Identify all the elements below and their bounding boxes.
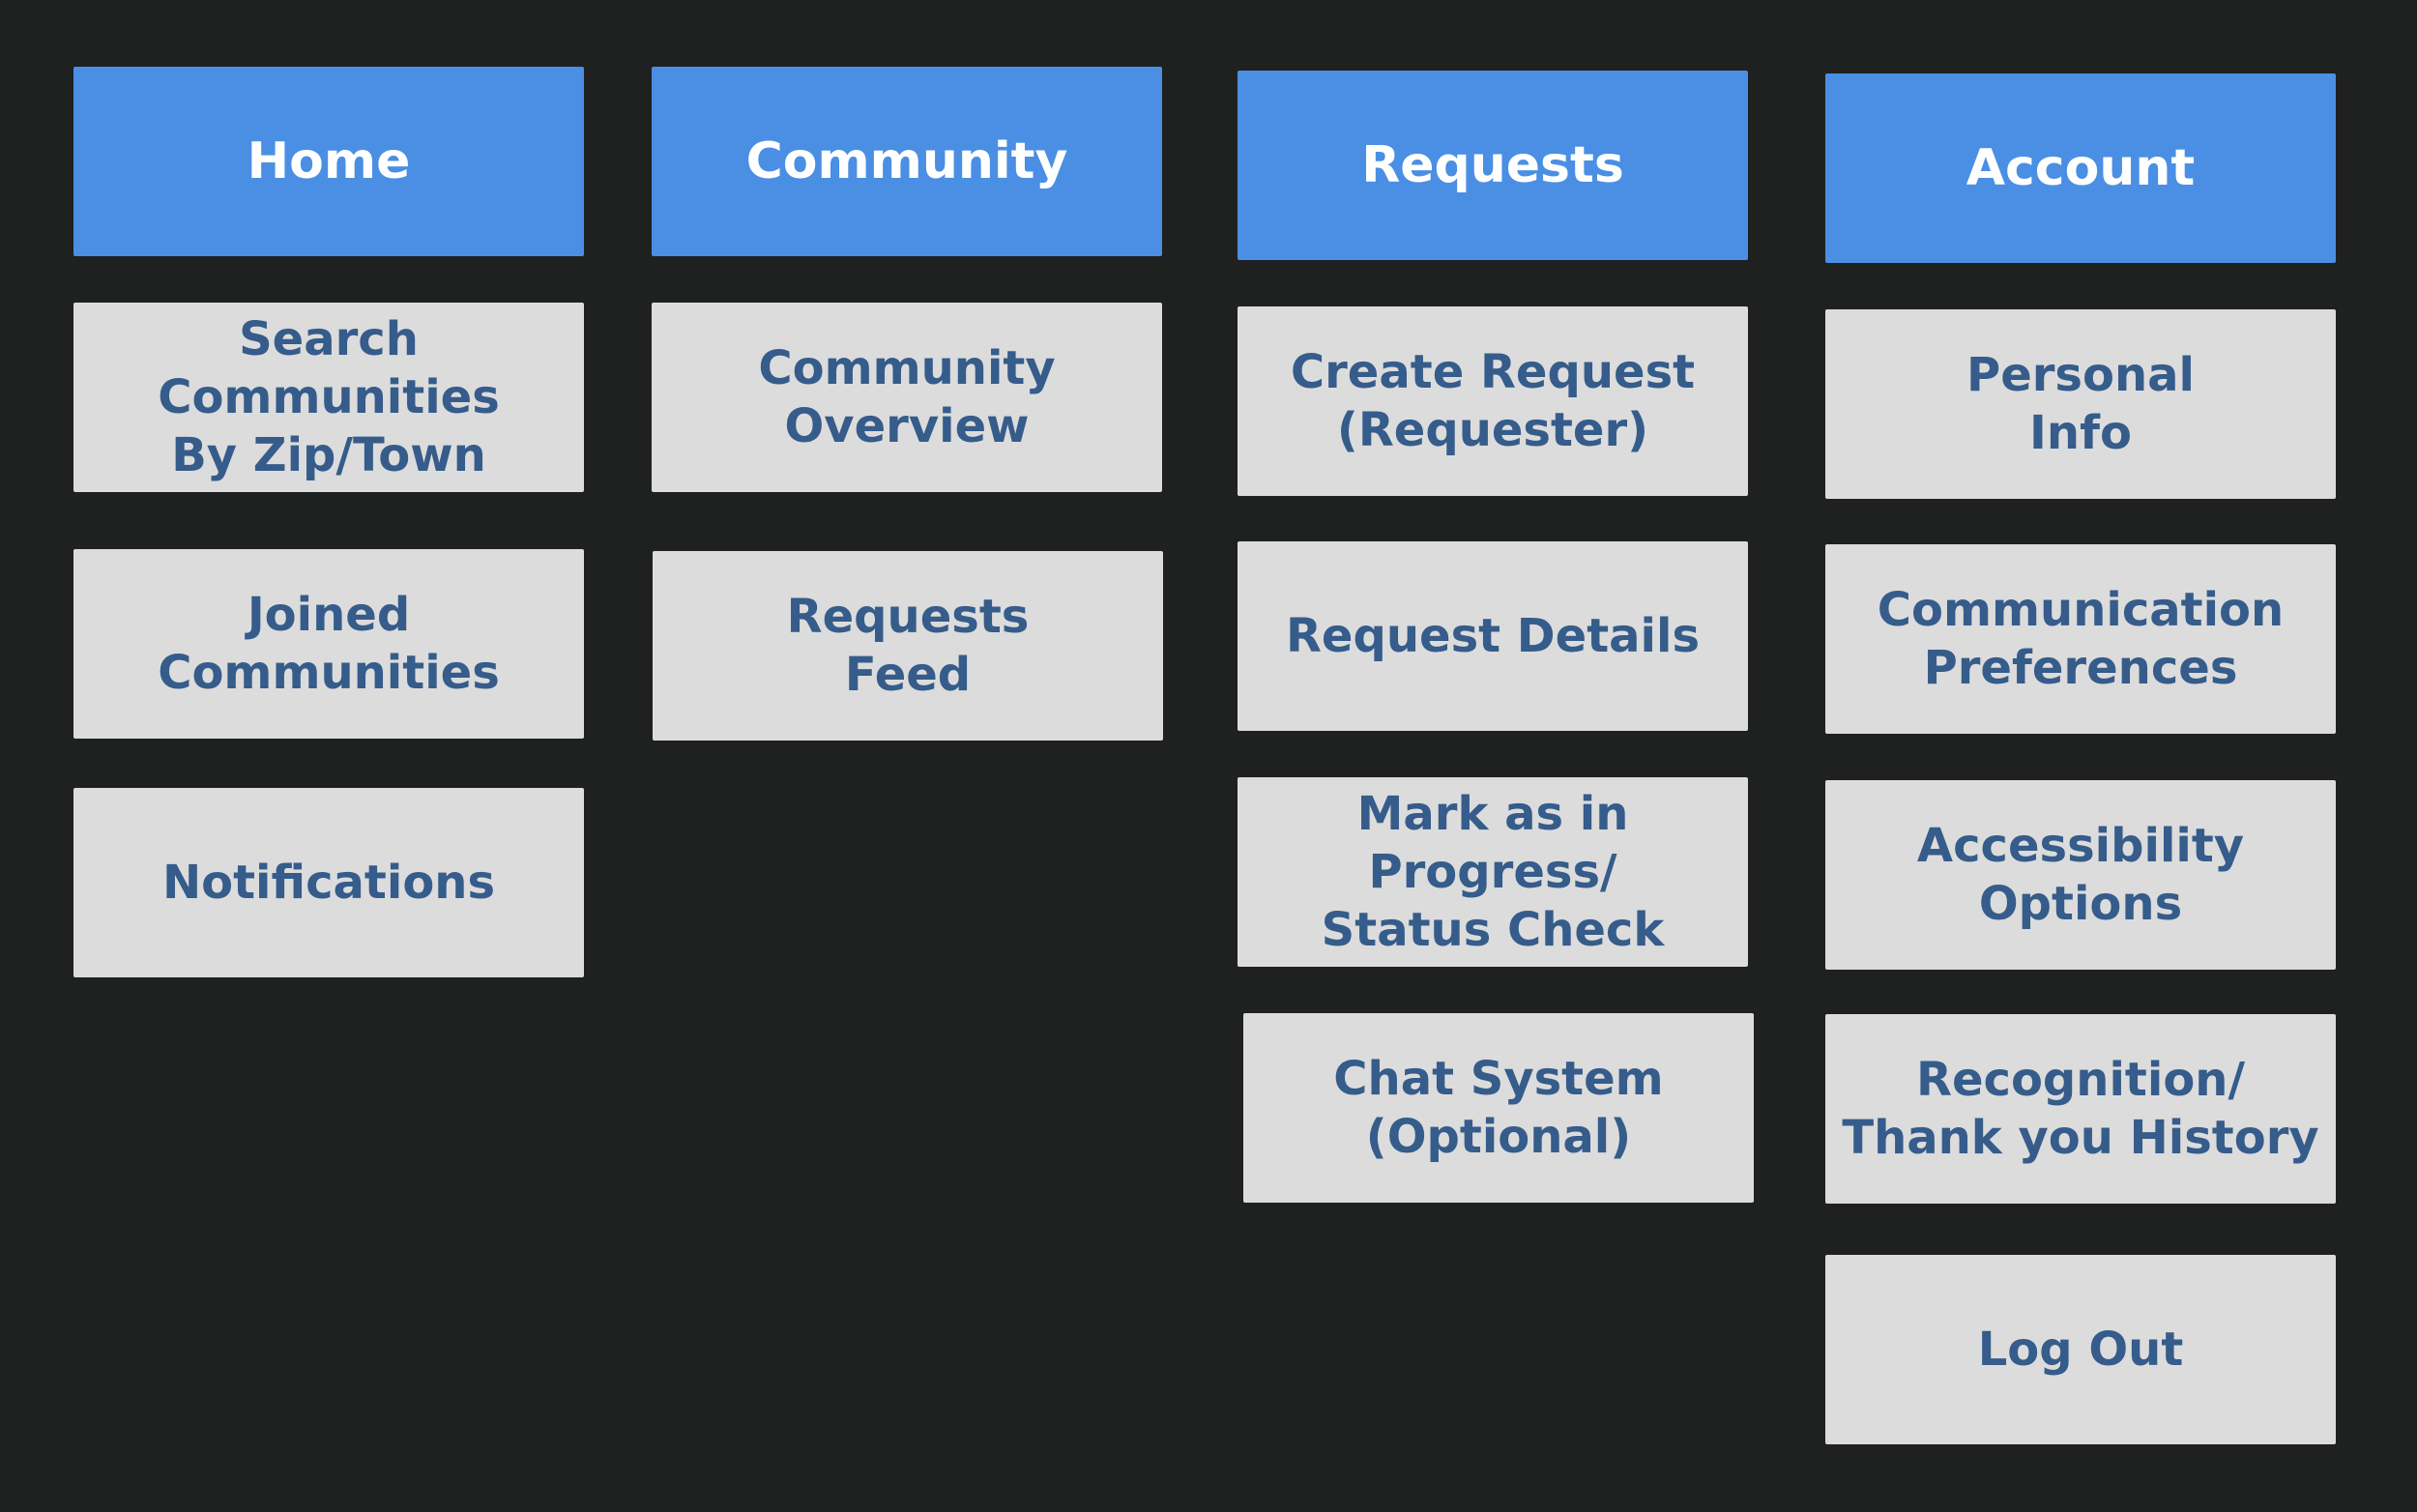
log-out-box: Log Out [1825,1255,2336,1444]
community-overview-label: Community Overview [758,341,1056,453]
account-header-label: Account [1966,139,2196,197]
accessibility-options-label: Accessibility Options [1916,819,2245,931]
requests-feed-label: Requests Feed [786,590,1030,702]
home-header-label: Home [247,132,411,190]
community-header-label: Community [745,132,1068,190]
community-overview-box: Community Overview [652,303,1162,492]
create-request-label: Create Request (Requester) [1290,345,1696,457]
requests-header-label: Requests [1361,136,1624,194]
request-details-box: Request Details [1238,541,1748,731]
log-out-label: Log Out [1977,1323,2184,1377]
account-header: Account [1825,73,2336,263]
notifications-label: Notifications [161,856,496,910]
requests-header: Requests [1238,71,1748,260]
recognition-history-box: Recognition/ Thank you History [1825,1014,2336,1204]
chat-system-box: Chat System (Optional) [1243,1013,1754,1203]
requests-feed-box: Requests Feed [653,551,1163,741]
joined-communities-label: Joined Communities [158,588,500,700]
personal-info-label: Personal Info [1966,348,2195,460]
communication-preferences-label: Communication Preferences [1877,583,2285,695]
joined-communities-box: Joined Communities [73,549,584,739]
communication-preferences-box: Communication Preferences [1825,544,2336,734]
notifications-box: Notifications [73,788,584,977]
search-communities-label: Search Communities By Zip/Town [158,312,500,482]
search-communities-box: Search Communities By Zip/Town [73,303,584,492]
accessibility-options-box: Accessibility Options [1825,780,2336,970]
mark-in-progress-box: Mark as in Progress/ Status Check [1238,777,1748,967]
home-header: Home [73,67,584,256]
request-details-label: Request Details [1285,609,1701,663]
community-header: Community [652,67,1162,256]
personal-info-box: Personal Info [1825,309,2336,499]
chat-system-label: Chat System (Optional) [1333,1052,1664,1164]
recognition-history-label: Recognition/ Thank you History [1842,1053,2319,1165]
mark-in-progress-label: Mark as in Progress/ Status Check [1321,787,1665,957]
create-request-box: Create Request (Requester) [1238,306,1748,496]
